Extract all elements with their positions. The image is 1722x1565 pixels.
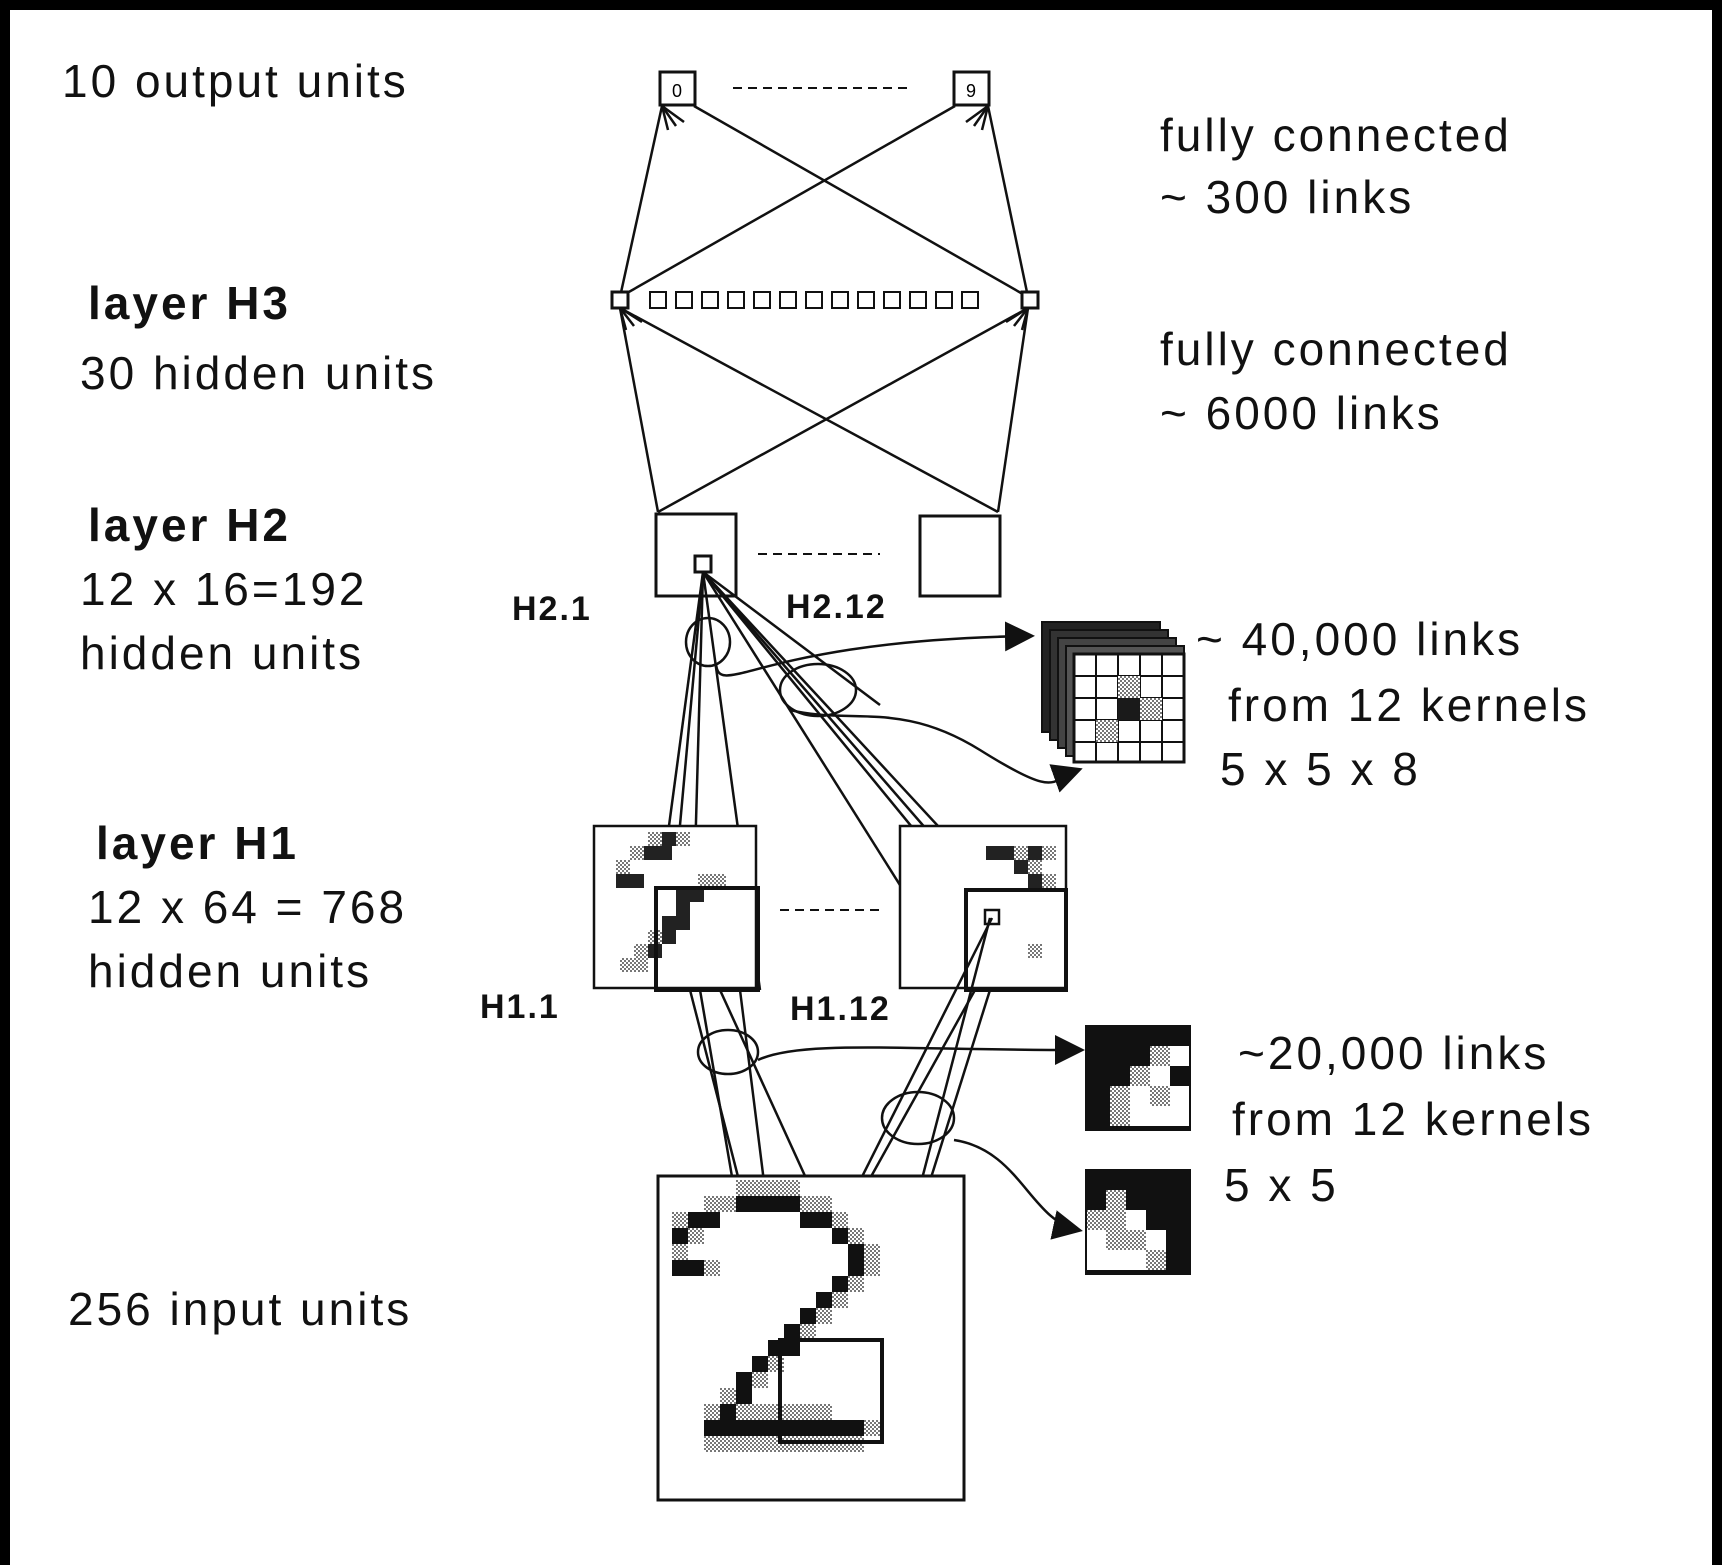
h3-hidden-label: 30 hidden units	[80, 347, 438, 399]
h3-h2-links	[618, 306, 1030, 514]
fully-connected-label-2: fully connected	[1160, 323, 1512, 375]
links-20000-label: ~20,000 links	[1238, 1027, 1550, 1079]
output-unit-9	[952, 70, 991, 107]
output-unit-9-label: 9	[966, 81, 976, 101]
h1-unit	[983, 908, 1001, 926]
h2-unit	[693, 554, 713, 574]
h2-kernel-callouts	[684, 616, 1083, 793]
layer-h3-title: layer H3	[88, 277, 292, 329]
output-units: 0 9	[658, 70, 991, 107]
h2-map-last	[918, 514, 1002, 598]
h2-dims-label: 12 x 16=192	[80, 563, 368, 615]
h2-1-label: H2.1	[512, 590, 592, 628]
h2-maps	[654, 512, 1002, 598]
layer-h2-title: layer H2	[88, 499, 292, 551]
fully-connected-label-1: fully connected	[1160, 109, 1512, 161]
output-units-label: 10 output units	[62, 55, 409, 107]
kernel-558-label: 5 x 5 x 8	[1220, 743, 1421, 795]
h3-units	[610, 290, 1040, 310]
h1-map-first	[592, 824, 758, 990]
h1-maps	[592, 824, 1068, 992]
h1-12-label: H1.12	[790, 990, 891, 1028]
h1-receptive-field-first	[654, 886, 760, 992]
h1-1-label: H1.1	[480, 988, 560, 1026]
links-300-label: ~ 300 links	[1160, 171, 1415, 223]
h1-hidden-label: hidden units	[88, 945, 373, 997]
kernel-55-label: 5 x 5	[1224, 1159, 1339, 1211]
from-12-kernels-label-a: from 12 kernels	[1228, 679, 1591, 731]
kernel-5x5-lower	[1085, 1169, 1191, 1275]
layer-h1-title: layer H1	[96, 817, 300, 869]
h1-map-last-pixels	[986, 846, 1056, 958]
output-unit-0-label: 0	[672, 81, 682, 101]
input-image	[656, 1174, 966, 1502]
output-unit-0	[658, 70, 697, 107]
kernel-5x5-upper	[1085, 1025, 1191, 1131]
input-units-label: 256 input units	[68, 1283, 413, 1335]
input-receptive-field	[778, 1338, 884, 1444]
h1-receptive-field-last	[964, 888, 1068, 992]
output-h3-links	[618, 104, 1030, 299]
links-6000-label: ~ 6000 links	[1160, 387, 1443, 439]
input-digit-pixels	[672, 1180, 880, 1452]
h1-kernel-callouts	[696, 1028, 1085, 1240]
links-40000-label: ~ 40,000 links	[1196, 613, 1524, 665]
h2-12-label: H2.12	[786, 588, 887, 626]
from-12-kernels-label-b: from 12 kernels	[1232, 1093, 1595, 1145]
h1-dims-label: 12 x 64 = 768	[88, 881, 408, 933]
kernel-stack-5x5x8	[1041, 621, 1186, 764]
h2-hidden-label: hidden units	[80, 627, 365, 679]
